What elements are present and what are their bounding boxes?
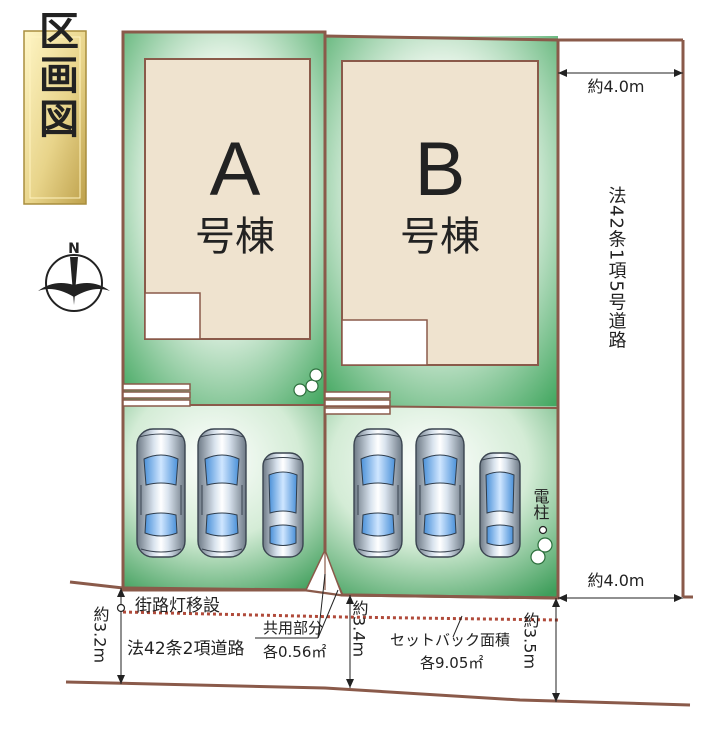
road-right-width-bottom: 約4.0m: [587, 571, 644, 590]
streetlight-label: 街路灯移設: [135, 596, 220, 616]
car-icon: [415, 428, 465, 558]
steps-b: [324, 391, 391, 415]
lot-b-letter: B: [415, 127, 466, 212]
road-right: 約4.0m 約4.0m 法42条1項5号道路: [558, 38, 693, 602]
streetlight-icon: [116, 603, 126, 613]
shared-part-title: 共用部分: [263, 619, 323, 637]
compass-letter: N: [68, 241, 80, 257]
shared-part-area: 各0.56㎡: [263, 643, 326, 661]
utility-pole-label: 電柱: [531, 488, 550, 520]
title-badge-text: 区画図: [33, 10, 77, 142]
utility-pole-icon: [538, 525, 548, 535]
car-icon: [136, 428, 186, 558]
title-badge: 区画図: [23, 10, 87, 205]
car-icon: [197, 428, 247, 558]
lot-a-letter: A: [210, 127, 261, 212]
setback-title: セットバック面積: [390, 631, 510, 649]
steps-a: [122, 383, 191, 407]
road-bottom-width-right: 約3.5m: [521, 612, 540, 669]
road-bottom-width-left: 約3.2m: [91, 606, 110, 663]
road-bottom-width-mid: 約3.4m: [350, 600, 369, 657]
car-icon: [262, 452, 304, 558]
setback-line: [122, 610, 559, 622]
road-right-width-top: 約4.0m: [587, 77, 644, 96]
shrub-a-icon: [293, 368, 323, 397]
road-bottom-name: 法42条2項道路: [127, 639, 244, 659]
car-icon: [479, 452, 521, 558]
setback-area: 各9.05㎡: [420, 654, 483, 672]
car-icon: [353, 428, 403, 558]
road-bottom: 約3.2m 約3.4m 約3.5m 街路灯移設 法42条2項道路 共用部分 各0…: [65, 548, 691, 707]
compass-icon: N: [38, 241, 110, 312]
house-b: [341, 60, 539, 366]
lot-b-label: 号棟: [400, 214, 480, 260]
shrub-b-icon: [530, 537, 553, 565]
road-right-name: 法42条1項5号道路: [606, 186, 627, 350]
lot-a-label: 号棟: [195, 214, 275, 260]
